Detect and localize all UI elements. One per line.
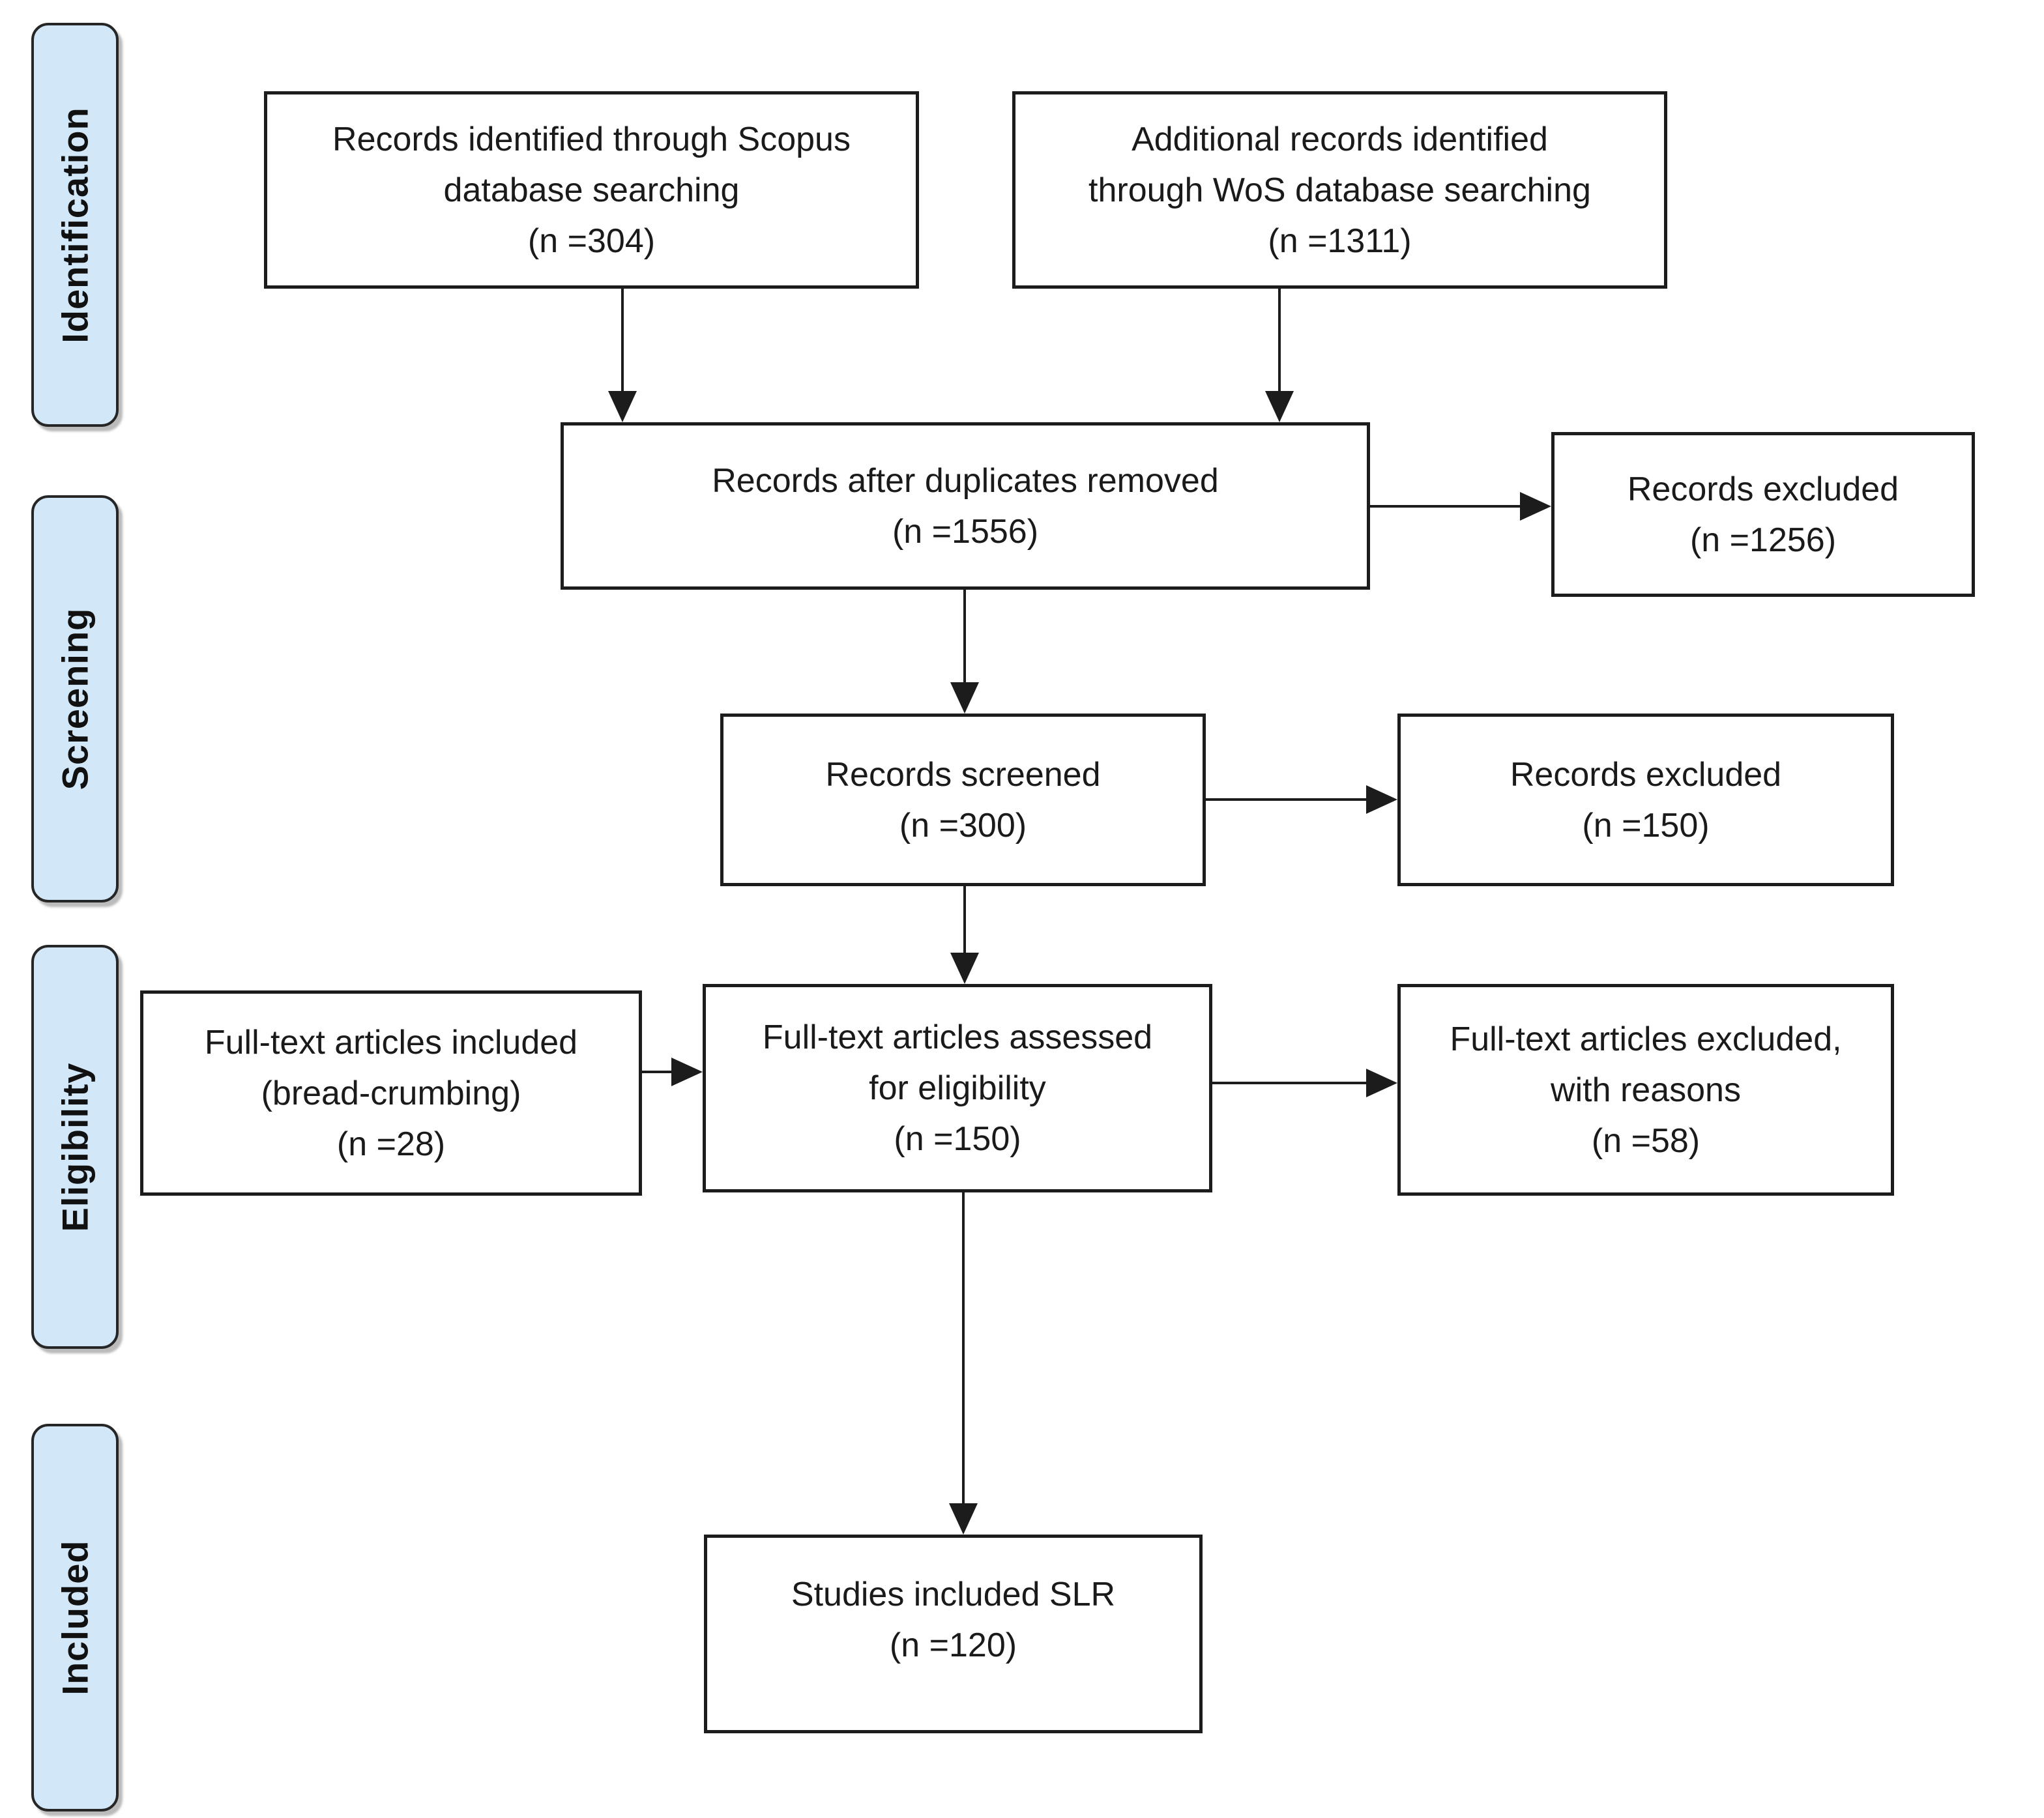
arrow-screened-to-assessed-head-icon [950,953,979,984]
arrow-duplicates-to-excluded1-line [1370,505,1521,508]
arrow-assessed-to-included-head-icon [949,1503,978,1535]
arrow-screened-to-excluded2-head-icon [1366,785,1397,814]
phase-identification: Identification [31,23,119,427]
node-wos-count: (n =1311) [1268,222,1412,260]
arrow-duplicates-to-screened-line [963,590,966,684]
arrow-scopus-to-duplicates-line [621,289,624,393]
node-studies-included-slr-text: Studies included SLR [791,1576,1116,1613]
arrow-assessed-to-excluded3-head-icon [1366,1069,1397,1097]
arrow-screened-to-assessed-line [963,886,966,955]
node-fulltext-excluded-text: Full-text articles excluded, with reason… [1450,1020,1842,1109]
arrow-scopus-to-duplicates-head-icon [608,391,637,422]
node-assessed-eligibility-text: Full-text articles assessed for eligibil… [762,1018,1153,1107]
node-scopus-text: Records identified through Scopus databa… [332,120,851,209]
node-studies-included-slr-count: (n =120) [889,1626,1017,1664]
arrow-wos-to-duplicates-line [1278,289,1281,393]
phase-included: Included [31,1424,119,1811]
node-records-excluded-2-text: Records excluded [1510,755,1782,794]
node-breadcrumbing-count: (n =28) [336,1125,446,1163]
node-records-excluded-1-text: Records excluded [1627,470,1899,508]
arrow-breadcrumb-to-assessed-head-icon [671,1058,703,1086]
node-assessed-eligibility-count: (n =150) [894,1120,1021,1158]
arrow-duplicates-to-excluded1-head-icon [1520,492,1551,521]
phase-eligibility: Eligibility [31,945,119,1349]
node-duplicates-removed-count: (n =1556) [892,512,1039,551]
phase-eligibility-label: Eligibility [54,1062,96,1232]
node-records-excluded-1: Records excluded (n =1256) [1551,432,1975,597]
node-duplicates-removed: Records after duplicates removed (n =155… [561,422,1370,590]
node-breadcrumbing-text: Full-text articles included (bread-crumb… [204,1023,578,1112]
arrow-assessed-to-excluded3-line [1212,1082,1367,1084]
node-records-screened: Records screened (n =300) [720,714,1206,886]
node-records-screened-count: (n =300) [899,806,1027,844]
node-records-excluded-2-count: (n =150) [1582,806,1710,844]
node-studies-included-slr: Studies included SLR (n =120) [704,1535,1203,1733]
arrow-wos-to-duplicates-head-icon [1265,391,1294,422]
node-fulltext-excluded: Full-text articles excluded, with reason… [1397,984,1894,1196]
node-wos-text: Additional records identified through Wo… [1088,120,1591,209]
node-breadcrumbing: Full-text articles included (bread-crumb… [140,990,642,1196]
node-duplicates-removed-text: Records after duplicates removed [712,461,1219,500]
node-records-excluded-2: Records excluded (n =150) [1397,714,1894,886]
arrow-assessed-to-included-line [962,1192,965,1505]
node-records-excluded-1-count: (n =1256) [1689,521,1837,559]
phase-identification-label: Identification [54,106,96,343]
node-scopus-count: (n =304) [527,222,656,260]
phase-screening: Screening [31,495,119,902]
arrow-screened-to-excluded2-line [1206,798,1367,801]
arrow-breadcrumb-to-assessed-line [642,1071,673,1073]
phase-included-label: Included [54,1540,96,1695]
arrow-duplicates-to-screened-head-icon [950,682,979,714]
phase-screening-label: Screening [54,607,96,790]
node-fulltext-excluded-count: (n =58) [1591,1121,1701,1160]
node-wos: Additional records identified through Wo… [1012,91,1667,289]
node-scopus: Records identified through Scopus databa… [264,91,919,289]
node-records-screened-text: Records screened [825,755,1101,794]
node-assessed-eligibility: Full-text articles assessed for eligibil… [703,984,1212,1192]
